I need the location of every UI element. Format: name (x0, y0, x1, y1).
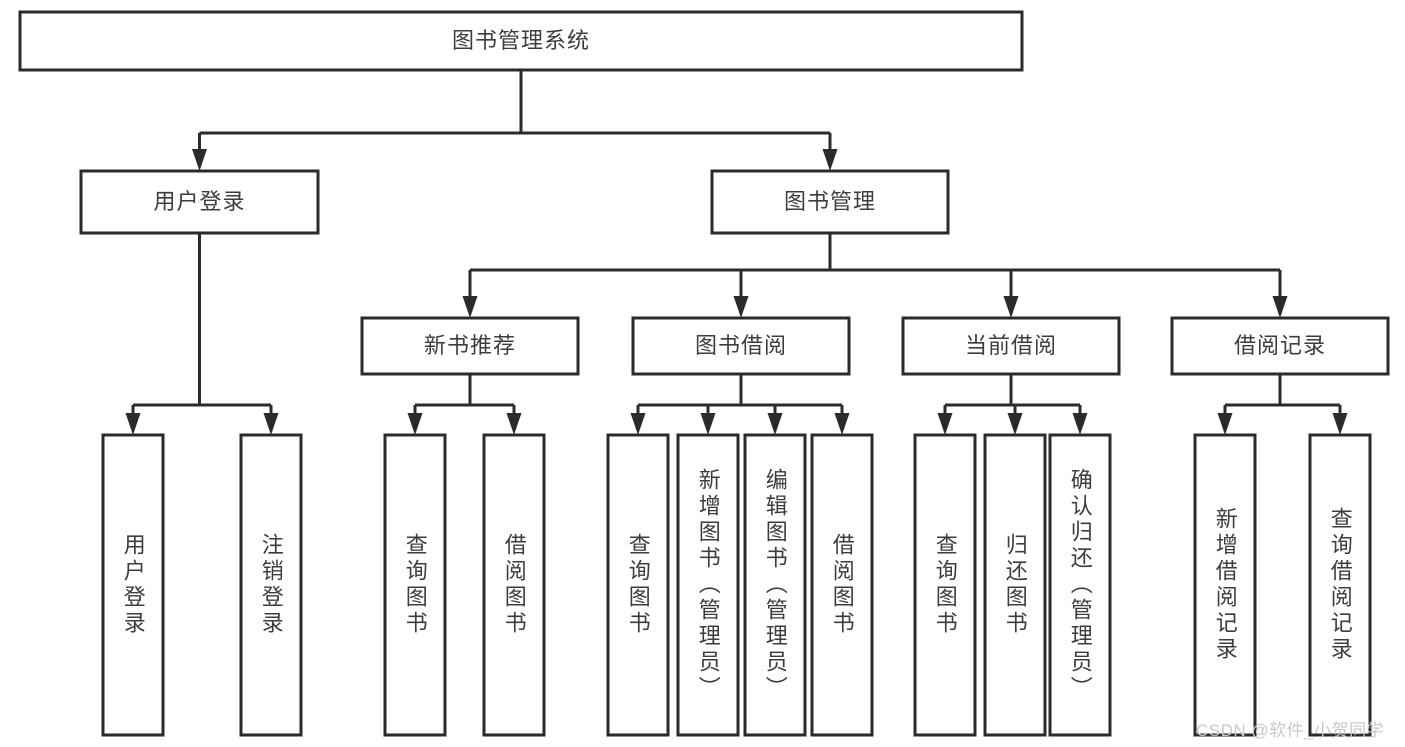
boxes-layer (18, 10, 1390, 737)
node-box-leaf-cb-return[interactable] (983, 433, 1047, 737)
node-box-leaf-cb-confirm[interactable] (1048, 433, 1112, 737)
edge-group-root (192, 70, 838, 171)
node-box-leaf-rec-borrow[interactable] (482, 433, 546, 737)
node-box-user-login[interactable] (79, 169, 320, 235)
node-box-leaf-bb-edit[interactable] (743, 433, 807, 737)
edge-group-current-borrow (937, 374, 1088, 435)
node-box-leaf-rec-query[interactable] (383, 433, 447, 737)
node-box-leaf-bb-borrow[interactable] (810, 433, 874, 737)
node-box-leaf-bb-add[interactable] (676, 433, 740, 737)
edges-layer (125, 70, 1348, 435)
edge-group-new-book-rec (407, 374, 522, 435)
node-box-leaf-br-add[interactable] (1193, 433, 1257, 737)
node-box-leaf-br-query[interactable] (1308, 433, 1372, 737)
node-box-book-borrow[interactable] (631, 316, 851, 376)
node-box-new-book-rec[interactable] (360, 316, 580, 376)
node-box-borrow-record[interactable] (1170, 316, 1390, 376)
node-box-leaf-user-logout[interactable] (239, 433, 303, 737)
node-box-leaf-cb-query[interactable] (913, 433, 977, 737)
node-box-root[interactable] (18, 10, 1024, 72)
node-box-book-manage[interactable] (710, 169, 950, 235)
node-box-leaf-user-login[interactable] (101, 433, 165, 737)
node-box-leaf-bb-query[interactable] (606, 433, 670, 737)
node-box-current-borrow[interactable] (901, 316, 1121, 376)
edge-group-user-login (125, 233, 279, 435)
edge-group-book-manage (462, 233, 1288, 318)
edge-group-borrow-record (1217, 374, 1348, 435)
edge-group-book-borrow (630, 374, 850, 435)
